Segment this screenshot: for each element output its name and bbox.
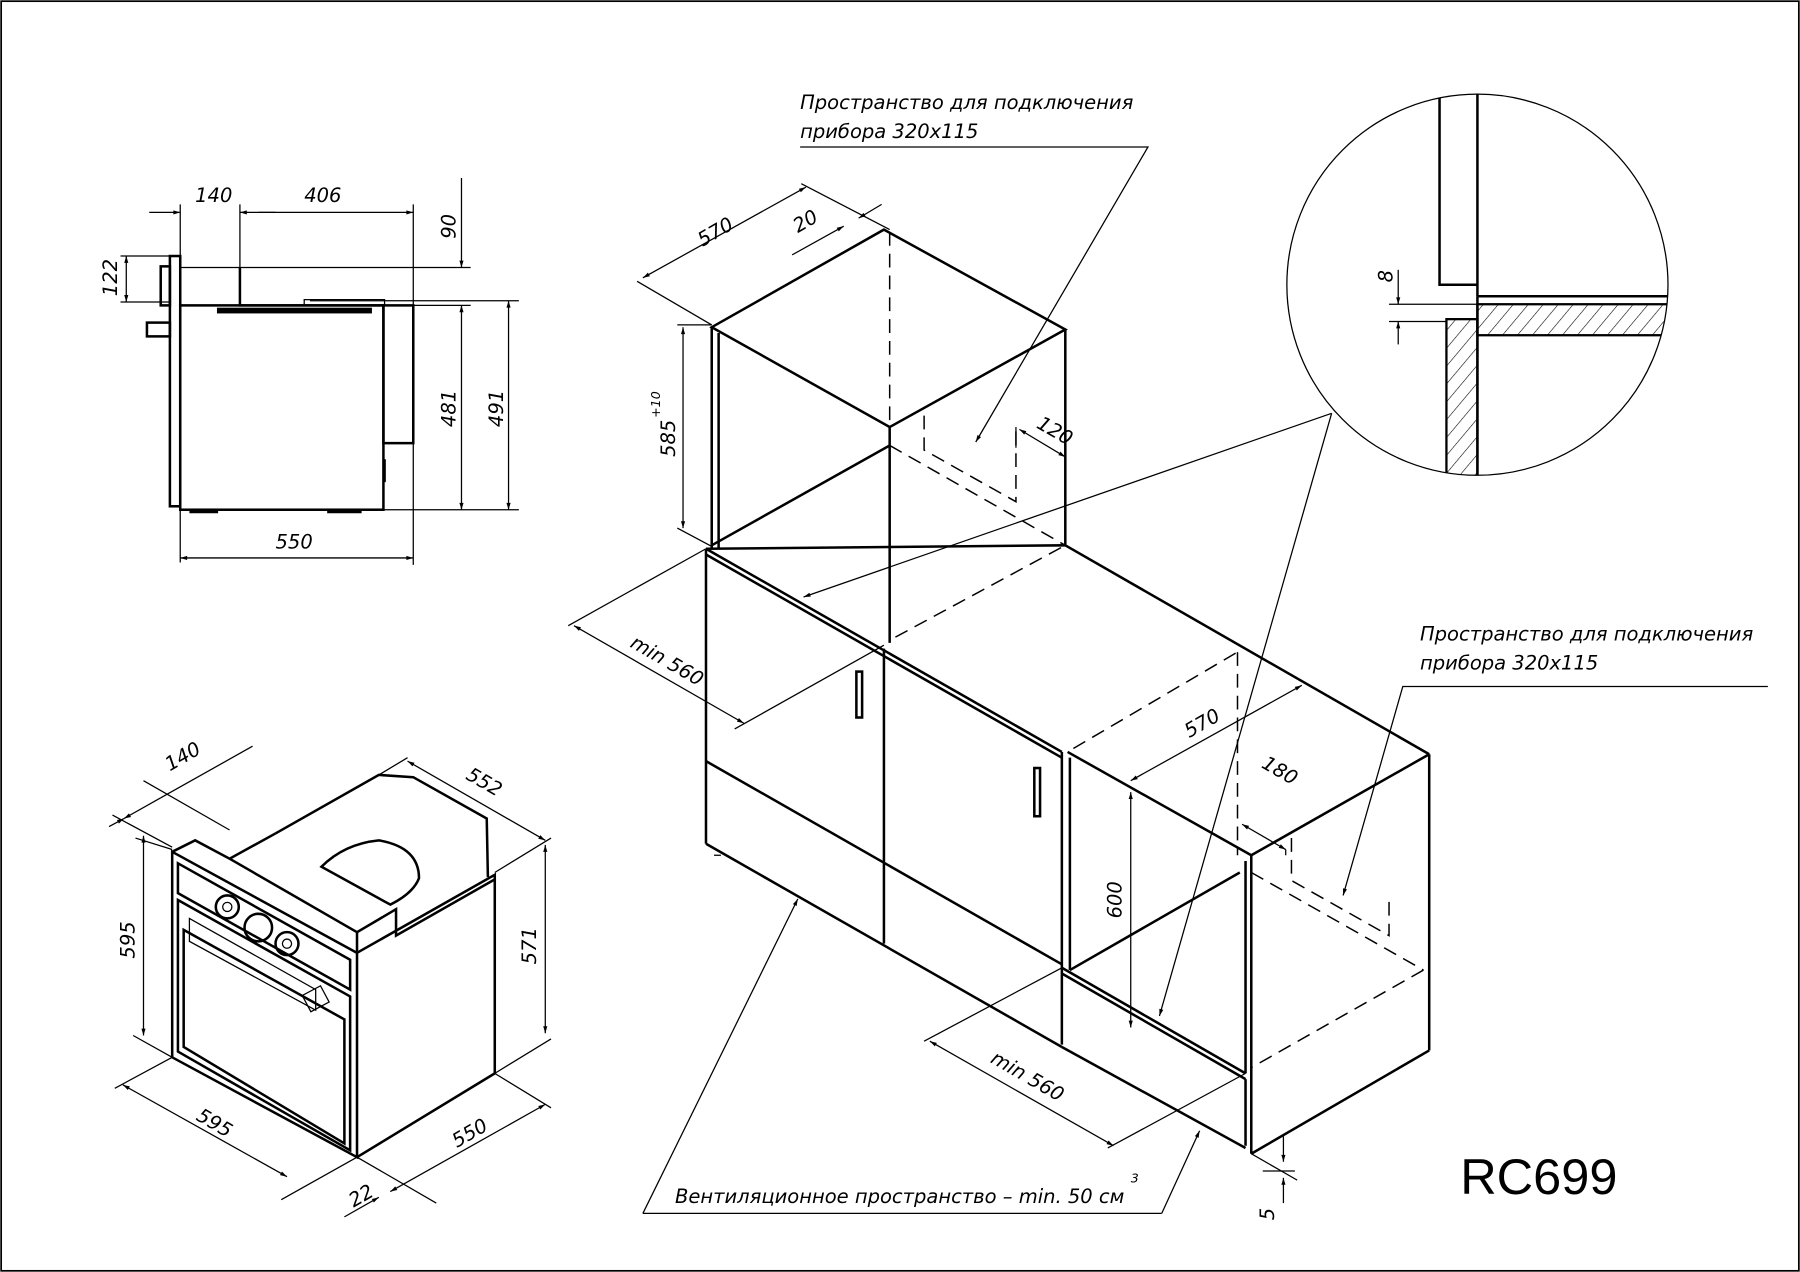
dim-cab-600: 600 (1104, 881, 1127, 918)
oven-side-view: 140 406 90 122 481 491 550 (99, 177, 519, 565)
dim-side-491: 491 (485, 390, 508, 427)
dim-iso-140: 140 (161, 737, 205, 776)
note-ventilation-text: Вентиляционное пространство – min. 50 см (675, 1185, 1124, 1208)
dim-iso-22: 22 (345, 1180, 378, 1212)
model-title: RC699 (1460, 1148, 1617, 1205)
dim-side-140: 140 (195, 184, 232, 207)
dim-side-90: 90 (438, 214, 461, 239)
dim-side-550: 550 (276, 531, 313, 554)
dim-side-481: 481 (438, 390, 461, 427)
dim-iso-595-height: 595 (116, 921, 139, 958)
dim-iso-552: 552 (462, 763, 506, 802)
note-ventilation-superscript: 3 (1131, 1170, 1139, 1185)
note-connection-space-right: Пространство для подключения прибора 320… (1342, 623, 1768, 896)
dim-cab-585: 585 (657, 420, 680, 457)
dim-cab-180: 180 (1258, 751, 1302, 790)
detail-view-circle: 8 (803, 93, 1669, 1017)
dim-cab-5: 5 (1256, 1208, 1279, 1220)
dim-cab-20: 20 (789, 205, 822, 237)
dim-cab-min560-upper: min 560 (627, 631, 708, 691)
note-right-line2: прибора 320x115 (1420, 651, 1598, 674)
dim-iso-571: 571 (518, 927, 541, 964)
dim-cab-585-tolerance: +10 (648, 391, 663, 418)
dim-cab-120: 120 (1033, 411, 1077, 450)
oven-isometric-view: 140 552 595 571 595 550 22 (108, 737, 552, 1218)
note-ventilation: Вентиляционное пространство – min. 50 см… (642, 898, 1201, 1215)
note-connection-space-top: Пространство для подключения прибора 320… (800, 91, 1150, 443)
dim-side-122: 122 (99, 259, 122, 296)
dim-side-406: 406 (304, 184, 341, 207)
note-right-line1: Пространство для подключения (1420, 623, 1753, 646)
dim-detail-8: 8 (1374, 270, 1397, 282)
cabinet-installation-view: 570 20 585 +10 120 min 560 570 180 600 m… (567, 183, 1431, 1220)
note-top-line2: прибора 320x115 (800, 120, 978, 143)
dim-cab-570-right: 570 (1180, 704, 1224, 743)
note-top-line1: Пространство для подключения (800, 91, 1133, 114)
